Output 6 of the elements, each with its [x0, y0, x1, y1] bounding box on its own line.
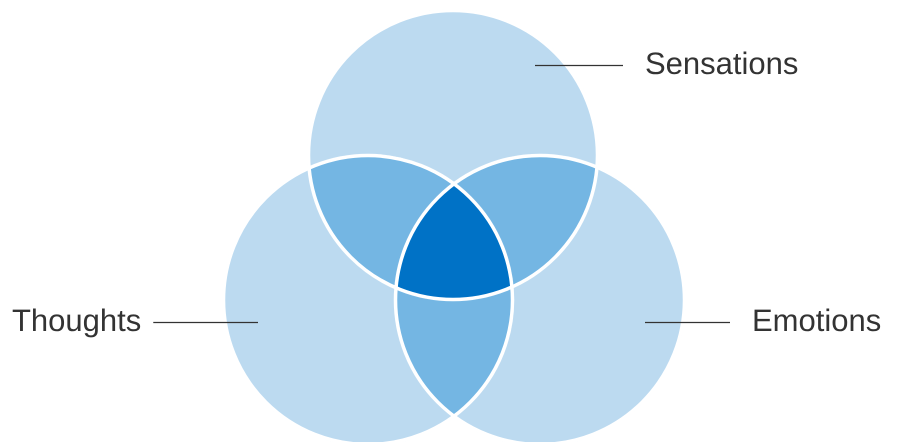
node-label: Thoughts: [12, 305, 142, 336]
leader-line: [645, 322, 730, 324]
node-label: Emotions: [752, 305, 882, 336]
leader-line: [153, 322, 258, 324]
leader-line: [535, 64, 623, 66]
node-label: Sensations: [645, 48, 798, 79]
